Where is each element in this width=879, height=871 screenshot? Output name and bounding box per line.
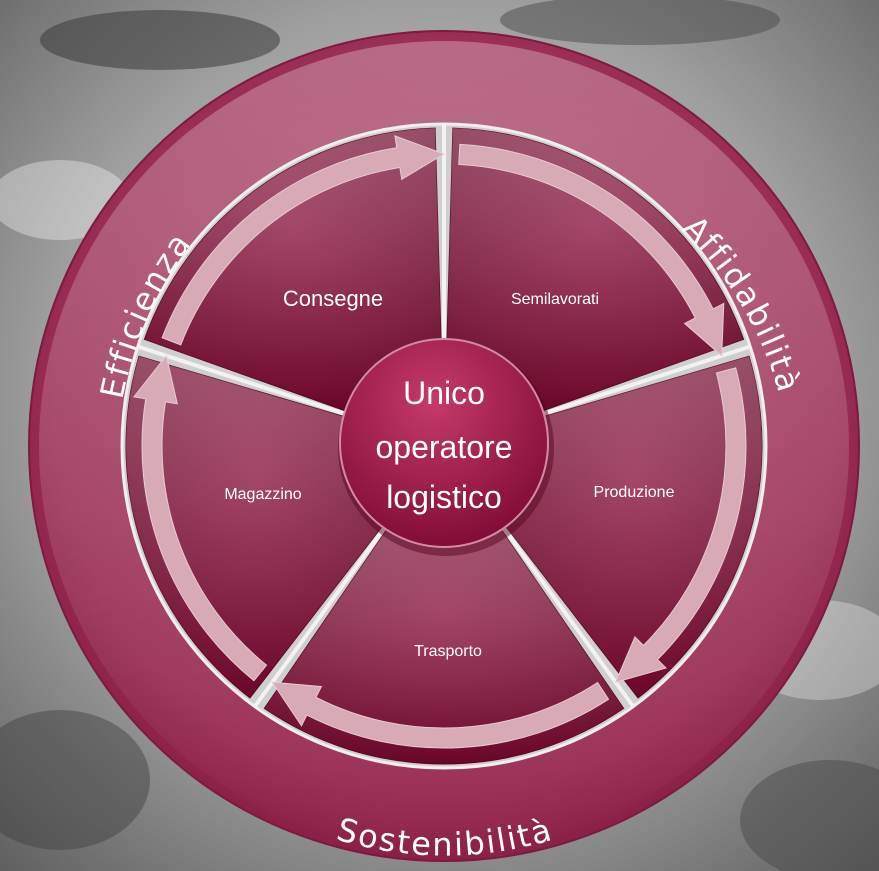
cycle-arrow-trasporto — [271, 681, 610, 749]
center-title-line3: logistico — [386, 479, 502, 515]
segment-gloss-produzione — [505, 356, 762, 698]
center-title-line1: Unico — [403, 375, 485, 411]
center-hub — [339, 338, 549, 548]
divider-spoke — [538, 344, 751, 418]
divider-spoke — [137, 344, 350, 418]
segment-gloss-magazzino — [125, 356, 383, 698]
cycle-arrow-consegne — [161, 135, 446, 346]
cycle-arrow-produzione — [614, 367, 747, 683]
segment-label-magazzino: Magazzino — [224, 486, 301, 503]
divider-spoke — [253, 525, 387, 708]
segment-gloss-semilavorati — [446, 128, 744, 413]
segment-label-trasporto: Trasporto — [414, 643, 482, 660]
segment-gloss-consegne — [144, 128, 442, 413]
segment-label-consegne: Consegne — [283, 286, 383, 311]
cycle-arrow-magazzino — [132, 354, 268, 682]
divider-spoke — [501, 525, 635, 708]
segment-gloss-trasporto — [264, 528, 624, 764]
segment-label-produzione: Produzione — [594, 484, 675, 501]
cycle-arrows — [132, 135, 747, 749]
cycle-arrow-semilavorati — [458, 143, 725, 357]
segment-label-semilavorati: Semilavorati — [511, 291, 599, 308]
center-title-line2: operatore — [376, 429, 513, 465]
